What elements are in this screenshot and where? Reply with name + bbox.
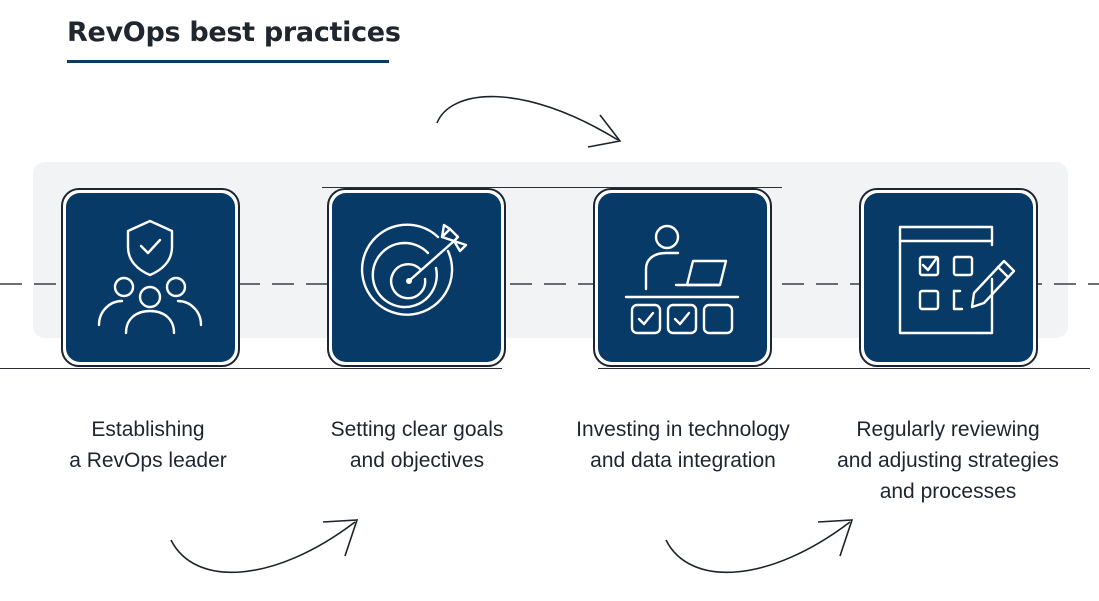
- target-arrow-icon: [360, 223, 468, 316]
- page-title: RevOps best practices: [67, 17, 401, 48]
- step-card-3: [593, 188, 772, 367]
- step-label-1: Establishing a RevOps leader: [69, 418, 227, 472]
- curved-arrow-bottom-left: [170, 519, 359, 574]
- bottom-connector-line-right: [598, 368, 1090, 369]
- step-card-2-fill: [332, 193, 501, 362]
- checklist-pencil-icon: [898, 225, 1016, 335]
- step-card-3-fill: [598, 193, 767, 362]
- step-card-4-fill: [864, 193, 1033, 362]
- step-card-1-fill: [66, 193, 235, 362]
- step-card-2: [327, 188, 506, 367]
- top-connector-line: [322, 187, 782, 188]
- title-underline: [67, 60, 389, 63]
- step-card-1: [61, 188, 240, 367]
- step-label-4: Regularly reviewing and adjusting strate…: [837, 418, 1059, 503]
- step-label-2: Setting clear goals and objectives: [330, 418, 504, 472]
- step-label-3: Investing in technology and data integra…: [576, 418, 790, 472]
- shield-team-icon: [97, 219, 203, 335]
- step-card-4: [859, 188, 1038, 367]
- person-laptop-checklist-icon: [624, 224, 740, 335]
- curved-arrow-top: [436, 95, 622, 148]
- bottom-connector-line-left: [0, 368, 502, 369]
- curved-arrow-bottom-right: [665, 519, 854, 574]
